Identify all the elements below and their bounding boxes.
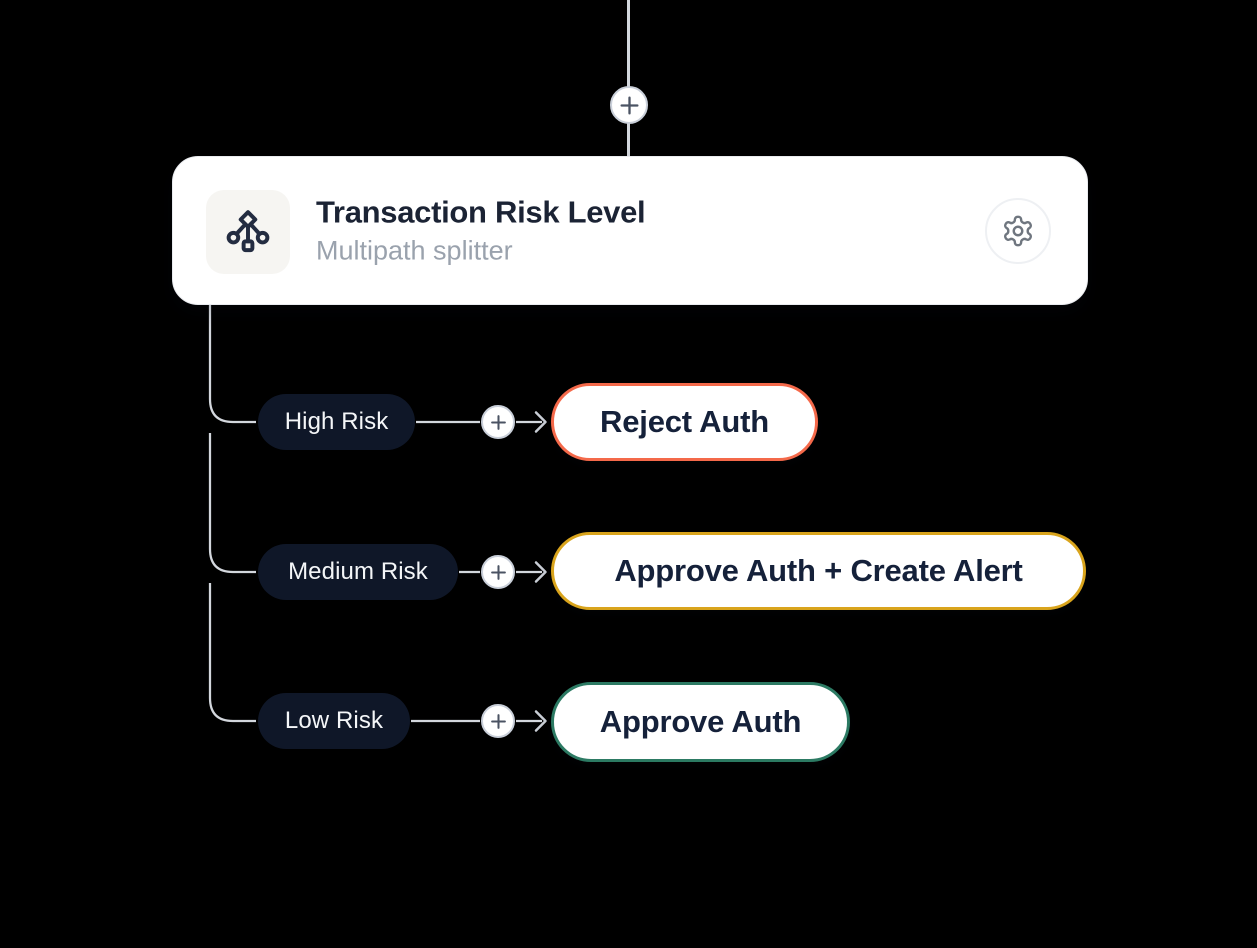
node-text: Transaction Risk Level Multipath splitte… <box>316 194 646 266</box>
add-step-button-medium-risk[interactable] <box>481 555 515 589</box>
node-title: Transaction Risk Level <box>316 194 646 230</box>
outcome-node-reject-auth[interactable]: Reject Auth <box>551 383 818 461</box>
add-step-button-low-risk[interactable] <box>481 704 515 738</box>
branch-label-low-risk[interactable]: Low Risk <box>258 693 410 749</box>
plus-icon <box>490 564 506 580</box>
outcome-node-approve-auth-create-alert[interactable]: Approve Auth + Create Alert <box>551 532 1086 610</box>
plus-icon <box>490 414 506 430</box>
split-branches-icon <box>226 210 270 253</box>
node-subtitle: Multipath splitter <box>316 235 513 266</box>
plus-icon <box>490 713 506 729</box>
outcome-node-approve-auth[interactable]: Approve Auth <box>551 682 850 762</box>
gear-icon <box>1004 215 1032 246</box>
plus-icon <box>619 95 639 115</box>
splitter-icon-tile <box>206 190 290 274</box>
node-settings-button[interactable] <box>985 197 1051 264</box>
branch-label-high-risk[interactable]: High Risk <box>258 394 415 450</box>
branch-label-medium-risk[interactable]: Medium Risk <box>258 544 458 600</box>
add-step-button-high-risk[interactable] <box>481 405 515 439</box>
splitter-node-card[interactable]: Transaction Risk Level Multipath splitte… <box>172 156 1088 305</box>
add-node-button-top[interactable] <box>610 86 648 124</box>
